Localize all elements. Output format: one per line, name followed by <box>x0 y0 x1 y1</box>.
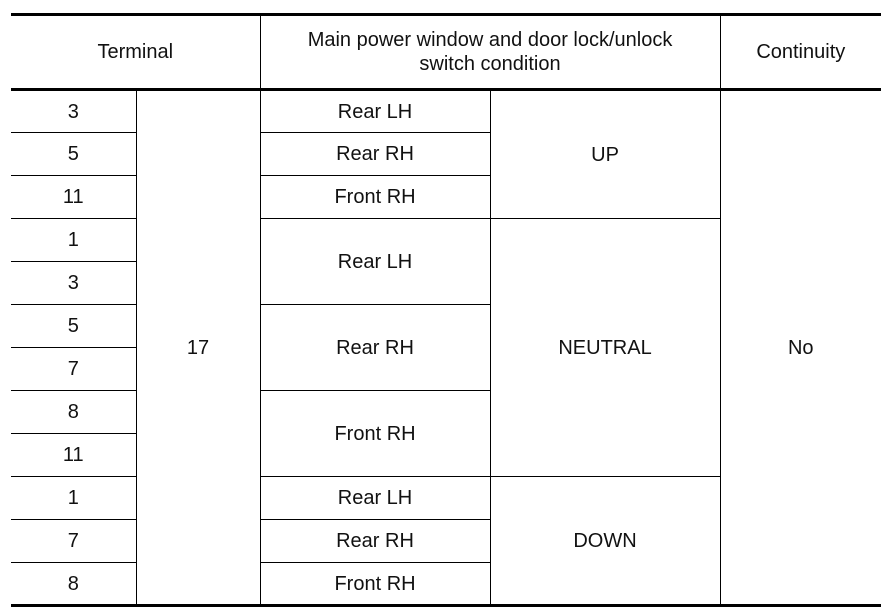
terminal-cell: 11 <box>11 175 136 219</box>
switch-cell: Rear RH <box>259 132 491 176</box>
condition-down-cell: DOWN <box>489 476 721 606</box>
switch-cell: Front RH <box>259 175 491 219</box>
header-condition-line1: Main power window and door lock/unlock <box>307 29 673 51</box>
continuity-inspection-table: Terminal Main power window and door lock… <box>11 13 882 607</box>
terminal-cell: 3 <box>67 100 79 123</box>
terminal-cell: 1 <box>11 218 136 262</box>
switch-cell: Rear LH <box>259 218 491 305</box>
header-terminal: Terminal <box>11 14 261 91</box>
table-row: 5 Rear RH <box>11 132 881 176</box>
table-row: 8 Front RH <box>11 562 881 606</box>
header-switch-condition: Main power window and door lock/unlock s… <box>259 14 721 91</box>
header-row: Terminal Main power window and door lock… <box>11 14 882 91</box>
switch-cell: Rear LH <box>259 476 491 520</box>
terminal-cell: 8 <box>11 390 136 434</box>
terminal-cell: 7 <box>11 519 136 563</box>
header-terminal-label: Terminal <box>97 41 174 63</box>
table-row: 3 <box>11 261 881 305</box>
table-row: 1 Rear LH DOWN <box>11 476 881 606</box>
switch-cell: Rear LH <box>259 89 491 133</box>
table-row: 7 <box>11 347 881 391</box>
header-continuity: Continuity <box>719 14 882 91</box>
terminal-cell: 5 <box>11 304 136 348</box>
switch-cell: Rear RH <box>259 304 491 391</box>
table-row: 3 17 Rear LH UP No <box>11 89 882 606</box>
switch-cell: Front RH <box>259 562 491 606</box>
table-row: 7 Rear RH <box>11 519 881 563</box>
continuity-table-wrapper: Terminal Main power window and door lock… <box>11 13 882 607</box>
table-row: 11 <box>11 433 881 477</box>
common-terminal-cell: 17 <box>135 89 261 606</box>
table-row: 8 Front RH <box>11 390 881 477</box>
switch-cell: Front RH <box>259 390 491 477</box>
terminal-cell: 11 <box>11 433 136 477</box>
terminal-cell: 8 <box>11 562 136 606</box>
header-condition-line2: switch condition <box>419 53 561 75</box>
terminal-cell: 1 <box>11 476 136 520</box>
table-row: 1 Rear LH NEUTRAL <box>11 218 881 477</box>
header-continuity-label: Continuity <box>756 41 846 63</box>
switch-cell: Rear RH <box>259 519 491 563</box>
terminal-cell: 3 <box>11 261 136 305</box>
condition-up-cell: UP <box>489 89 721 219</box>
condition-neutral-cell: NEUTRAL <box>489 218 721 477</box>
terminal-cell: 5 <box>11 132 136 176</box>
terminal-cell: 7 <box>11 347 136 391</box>
table-row: 11 Front RH <box>11 175 881 219</box>
continuity-value-cell: No <box>719 89 882 606</box>
table-row: 5 Rear RH <box>11 304 881 391</box>
